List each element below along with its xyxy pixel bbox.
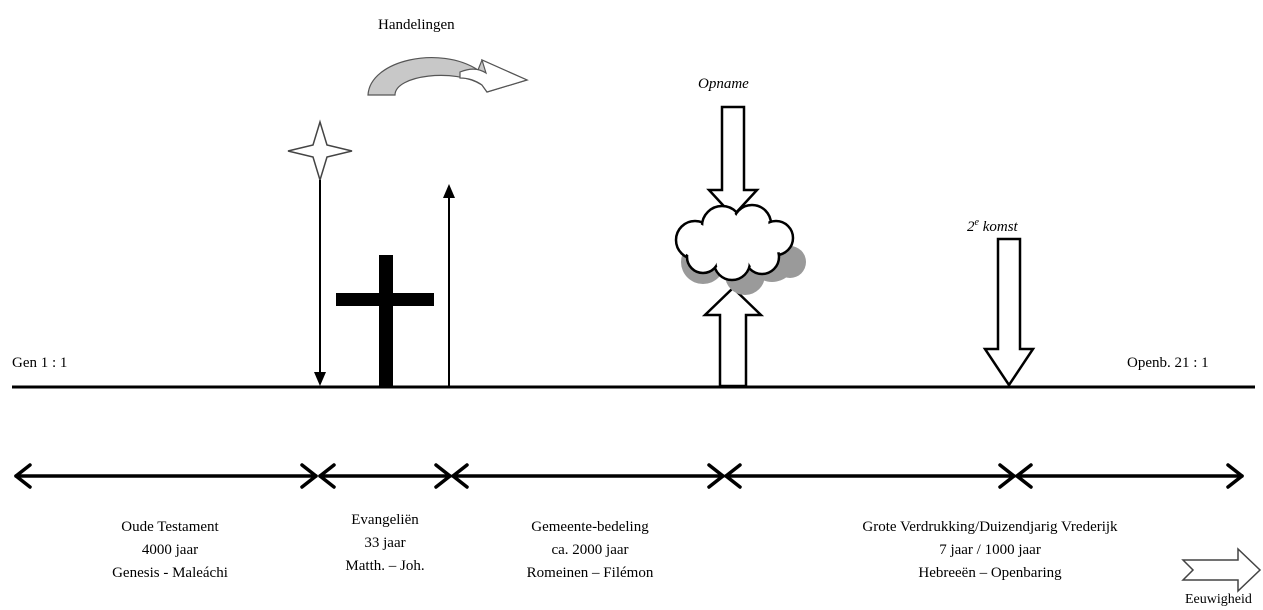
period-duration: 4000 jaar (141, 542, 199, 558)
ascension-arrow-head (443, 184, 455, 198)
cross-icon (336, 255, 434, 387)
period-title: Grote Verdrukking/Duizendjarig Vrederijk (862, 519, 1118, 535)
period-duration: 33 jaar (364, 535, 406, 551)
rapture-up-arrow (701, 286, 765, 388)
period-books: Genesis - Maleáchi (112, 565, 228, 581)
label-eternity: Eeuwigheid (1185, 592, 1252, 607)
acts-arrow-tip (459, 58, 529, 93)
period-tribulation-millennium: Grote Verdrukking/Duizendjarig Vrederijk… (815, 516, 1165, 585)
period-books: Romeinen – Filémon (526, 565, 654, 581)
eternity-arrow (1181, 547, 1262, 593)
period-books: Matth. – Joh. (345, 558, 425, 574)
period-title: Gemeente-bedeling (531, 519, 649, 535)
cloud-icon (674, 203, 806, 295)
label-start: Gen 1 : 1 (12, 355, 68, 371)
period-old-testament: Oude Testament 4000 jaar Genesis - Maleá… (40, 516, 300, 585)
period-gospels: Evangeliën 33 jaar Matth. – Joh. (310, 509, 460, 578)
star-icon (287, 119, 353, 183)
period-church-age: Gemeente-bedeling ca. 2000 jaar Romeinen… (490, 516, 690, 585)
period-title: Oude Testament (121, 519, 219, 535)
period-duration: 7 jaar / 1000 jaar (939, 542, 1041, 558)
period-duration: ca. 2000 jaar (551, 542, 629, 558)
birth-arrow-head (314, 372, 326, 386)
period-span-arrows (14, 463, 1244, 489)
label-end: Openb. 21 : 1 (1127, 355, 1209, 371)
label-second-coming: 2e komst (967, 217, 1018, 235)
rapture-down-arrow (706, 105, 760, 218)
period-title: Evangeliën (351, 512, 419, 528)
label-handelingen: Handelingen (378, 17, 455, 33)
period-books: Hebreeën – Openbaring (918, 565, 1062, 581)
second-coming-arrow (982, 237, 1036, 388)
label-opname: Opname (698, 76, 749, 92)
